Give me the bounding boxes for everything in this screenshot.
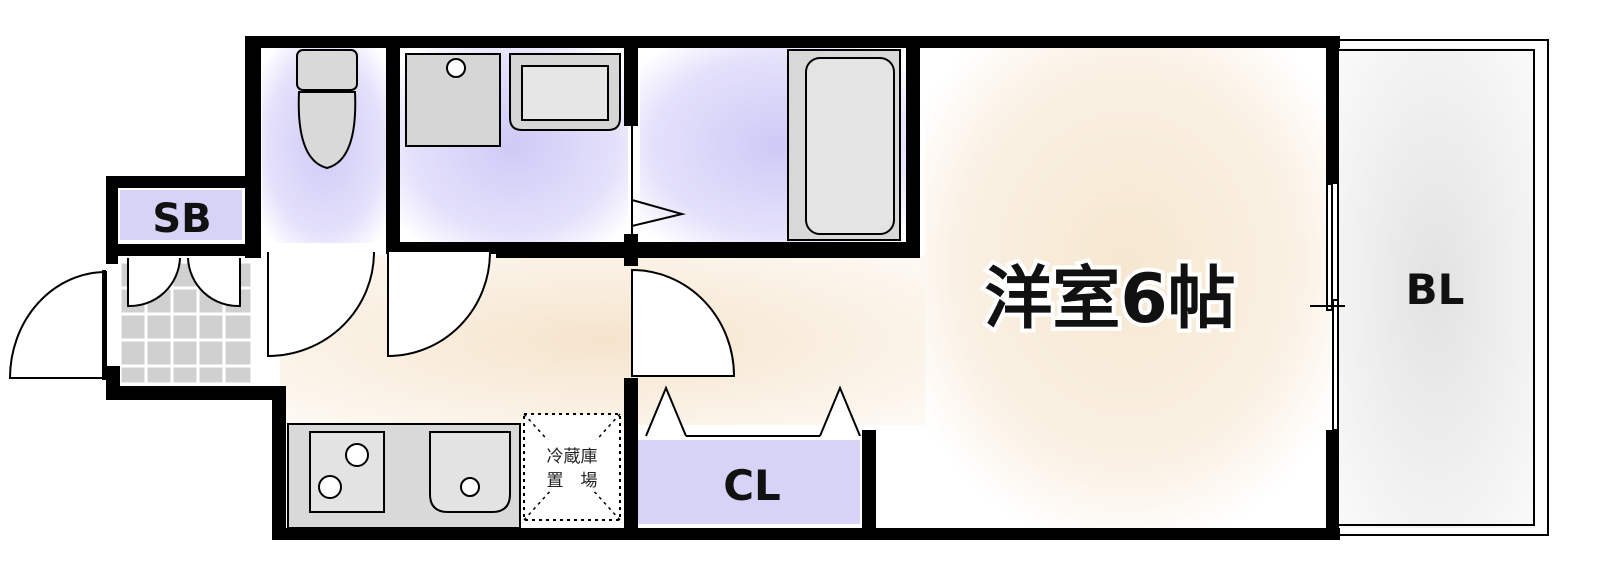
washroom-fixtures [405, 53, 621, 147]
western-room-label: 洋室6帖 [984, 260, 1235, 339]
hall-floor [280, 255, 925, 425]
toilet-fixture [296, 49, 358, 170]
balcony-floor [1338, 48, 1534, 528]
bathtub [787, 49, 901, 241]
closet-doors [645, 385, 861, 437]
closet-label: CL [723, 461, 781, 510]
bath-door [631, 126, 686, 234]
balcony-railing [1337, 39, 1549, 536]
balcony-label: BL [1406, 265, 1465, 314]
closet-floor [638, 440, 860, 524]
storage-box-label: SB [152, 196, 211, 242]
kitchen-counter [287, 423, 521, 529]
storage-box-floor [120, 190, 242, 240]
western-room-floor [925, 48, 1330, 528]
fridge-label-line1: 冷蔵庫 [547, 447, 598, 467]
walls [106, 36, 1340, 540]
door-swings [8, 251, 736, 380]
fridge-label-line2: 置 場 [547, 471, 598, 491]
balcony-window [1310, 183, 1345, 431]
fridge-space [523, 413, 621, 521]
